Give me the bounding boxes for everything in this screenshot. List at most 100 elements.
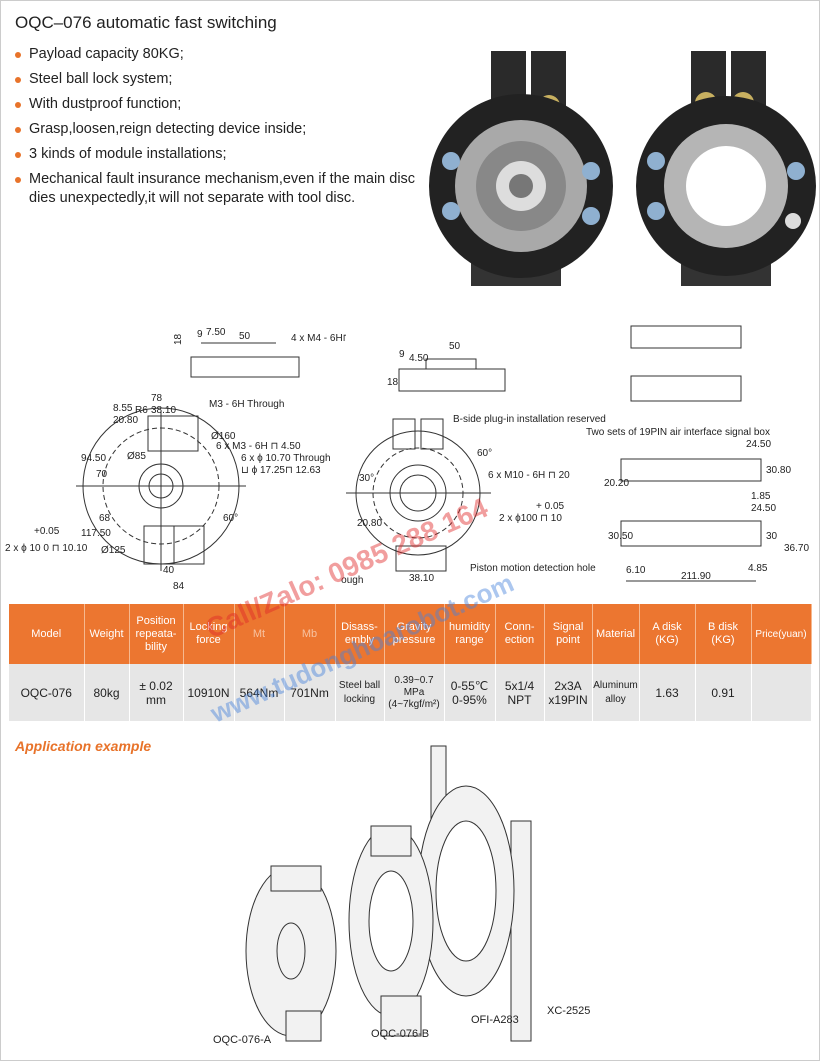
svg-text:70: 70 (96, 469, 108, 480)
col-locking: Locking force (183, 604, 235, 664)
svg-text:6 x ϕ 10.70 Through: 6 x ϕ 10.70 Through (241, 453, 331, 464)
svg-text:Ø125: Ø125 (101, 545, 126, 556)
svg-text:38.10: 38.10 (151, 405, 176, 416)
feature-item: Payload capacity 80KG; (15, 45, 425, 64)
label-xc-2525: XC-2525 (547, 1005, 591, 1017)
svg-text:Piston motion detection hole: Piston motion detection hole (470, 563, 596, 574)
label-oqc-076-b: OQC-076-B (371, 1028, 430, 1040)
label-ofi-a283: OFI-A283 (471, 1014, 519, 1026)
feature-list: Payload capacity 80KG; Steel ball lock s… (15, 45, 425, 214)
svg-text:7.50: 7.50 (206, 327, 226, 338)
svg-text:20.80: 20.80 (357, 518, 382, 529)
svg-text:30.80: 30.80 (766, 465, 791, 476)
col-mt: Mt (234, 604, 285, 664)
application-illustration (245, 745, 532, 1042)
svg-text:B-side plug-in installation re: B-side plug-in installation reserved (453, 414, 606, 425)
svg-text:50: 50 (449, 341, 461, 352)
col-position: Position repeata-bility (129, 604, 184, 664)
col-model: Model (9, 604, 85, 664)
svg-text:24.50: 24.50 (751, 503, 776, 514)
cell: 5x1/4 NPT (495, 664, 545, 721)
spec-table: Model Weight Position repeata-bility Loc… (9, 604, 812, 721)
svg-text:84: 84 (173, 581, 185, 592)
svg-text:36.70: 36.70 (784, 543, 809, 554)
svg-text:+ 0.05: + 0.05 (536, 501, 565, 512)
svg-text:8.55: 8.55 (113, 403, 133, 414)
col-a-disk: A disk (KG) (639, 604, 696, 664)
svg-text:Two sets of 19PIN air interfac: Two sets of 19PIN air interface signal b… (586, 427, 770, 438)
svg-text:78: 78 (151, 393, 163, 404)
cell: OQC-076 (9, 664, 85, 721)
col-mb: Mb (284, 604, 336, 664)
svg-text:4 x M4 - 6H⊓ 8: 4 x M4 - 6H⊓ 8 (291, 333, 346, 344)
feature-item: Grasp,loosen,reign detecting device insi… (15, 120, 425, 139)
cell: 1.63 (639, 664, 696, 721)
page-title: OQC–076 automatic fast switching (15, 13, 277, 32)
product-photo (429, 51, 816, 286)
application-heading: Application example (15, 738, 152, 754)
cell: 701Nm (284, 664, 336, 721)
svg-text:2 x ϕ100 ⊓ 10: 2 x ϕ100 ⊓ 10 (499, 513, 562, 524)
svg-text:20.20: 20.20 (604, 478, 629, 489)
col-material: Material (592, 604, 640, 664)
svg-text:30.50: 30.50 (608, 531, 633, 542)
feature-item: Steel ball lock system; (15, 70, 425, 89)
svg-text:R6: R6 (135, 405, 148, 416)
svg-text:18: 18 (173, 333, 184, 345)
svg-text:9: 9 (399, 349, 405, 360)
col-signal: Signal point (544, 604, 593, 664)
svg-text:24.50: 24.50 (746, 439, 771, 450)
svg-text:6 x M10 - 6H ⊓ 20: 6 x M10 - 6H ⊓ 20 (488, 470, 570, 481)
cell (751, 664, 812, 721)
svg-text:+0.05: +0.05 (34, 526, 60, 537)
svg-text:60°: 60° (477, 448, 492, 459)
svg-text:4.85: 4.85 (748, 563, 768, 574)
svg-text:30°: 30° (359, 473, 374, 484)
table-header-row: Model Weight Position repeata-bility Loc… (9, 604, 812, 664)
svg-text:M3 - 6H Through: M3 - 6H Through (209, 399, 284, 410)
a-disk-photo (429, 51, 613, 286)
svg-text:30: 30 (766, 531, 778, 542)
svg-text:M3 - 6H Through: M3 - 6H Through (341, 575, 363, 586)
col-price: Price(yuan) (751, 604, 812, 664)
col-b-disk: B disk (KG) (695, 604, 752, 664)
table-row: OQC-076 80kg ± 0.02 mm 10910N 564Nm 701N… (9, 664, 812, 721)
feature-item: Mechanical fault insurance mechanism,eve… (15, 170, 425, 208)
svg-text:211.90: 211.90 (681, 571, 711, 582)
svg-text:40: 40 (163, 565, 175, 576)
label-oqc-076-a: OQC-076-A (213, 1034, 272, 1046)
cell: ± 0.02 mm (129, 664, 184, 721)
svg-text:Ø85: Ø85 (127, 451, 146, 462)
feature-item: With dustproof function; (15, 95, 425, 114)
col-disassembly: Disass-embly (335, 604, 385, 664)
col-humidity: humidity range (444, 604, 496, 664)
cell: 564Nm (234, 664, 285, 721)
svg-text:6 x M3 - 6H ⊓ 4.50: 6 x M3 - 6H ⊓ 4.50 (216, 441, 301, 452)
svg-text:94.50: 94.50 (81, 453, 106, 464)
cell: 80kg (84, 664, 130, 721)
cell: Aluminum alloy (592, 664, 640, 721)
svg-text:117.50: 117.50 (81, 528, 111, 539)
feature-item: 3 kinds of module installations; (15, 145, 425, 164)
svg-text:18: 18 (387, 377, 399, 388)
col-weight: Weight (84, 604, 130, 664)
drawing-b-disk: 50 4.50 9 18 B-side plug-in installation r… (341, 341, 606, 586)
col-connection: Conn-ection (495, 604, 545, 664)
svg-text:68: 68 (99, 513, 111, 524)
svg-text:9: 9 (197, 329, 203, 340)
svg-text:38.10: 38.10 (409, 573, 434, 584)
cell: 0-55℃ 0-95% (444, 664, 496, 721)
svg-text:4.50: 4.50 (409, 353, 429, 364)
b-disk-photo (636, 51, 816, 286)
cell: 0.39~0.7 MPa (4~7kgf/m²) (384, 664, 445, 721)
svg-text:50: 50 (239, 331, 251, 342)
cell: 10910N (183, 664, 235, 721)
cell: 0.91 (695, 664, 752, 721)
svg-text:60°: 60° (223, 513, 238, 524)
svg-text:⊔ ϕ 17.25⊓ 12.63: ⊔ ϕ 17.25⊓ 12.63 (241, 465, 321, 476)
svg-text:1.85: 1.85 (751, 491, 771, 502)
svg-text:2 x ϕ 10 0 ⊓ 10.10: 2 x ϕ 10 0 ⊓ 10.10 (5, 543, 88, 554)
svg-text:Ø160: Ø160 (211, 431, 236, 442)
drawing-signal-box: Two sets of 19PIN air interface signal b… (586, 325, 809, 582)
